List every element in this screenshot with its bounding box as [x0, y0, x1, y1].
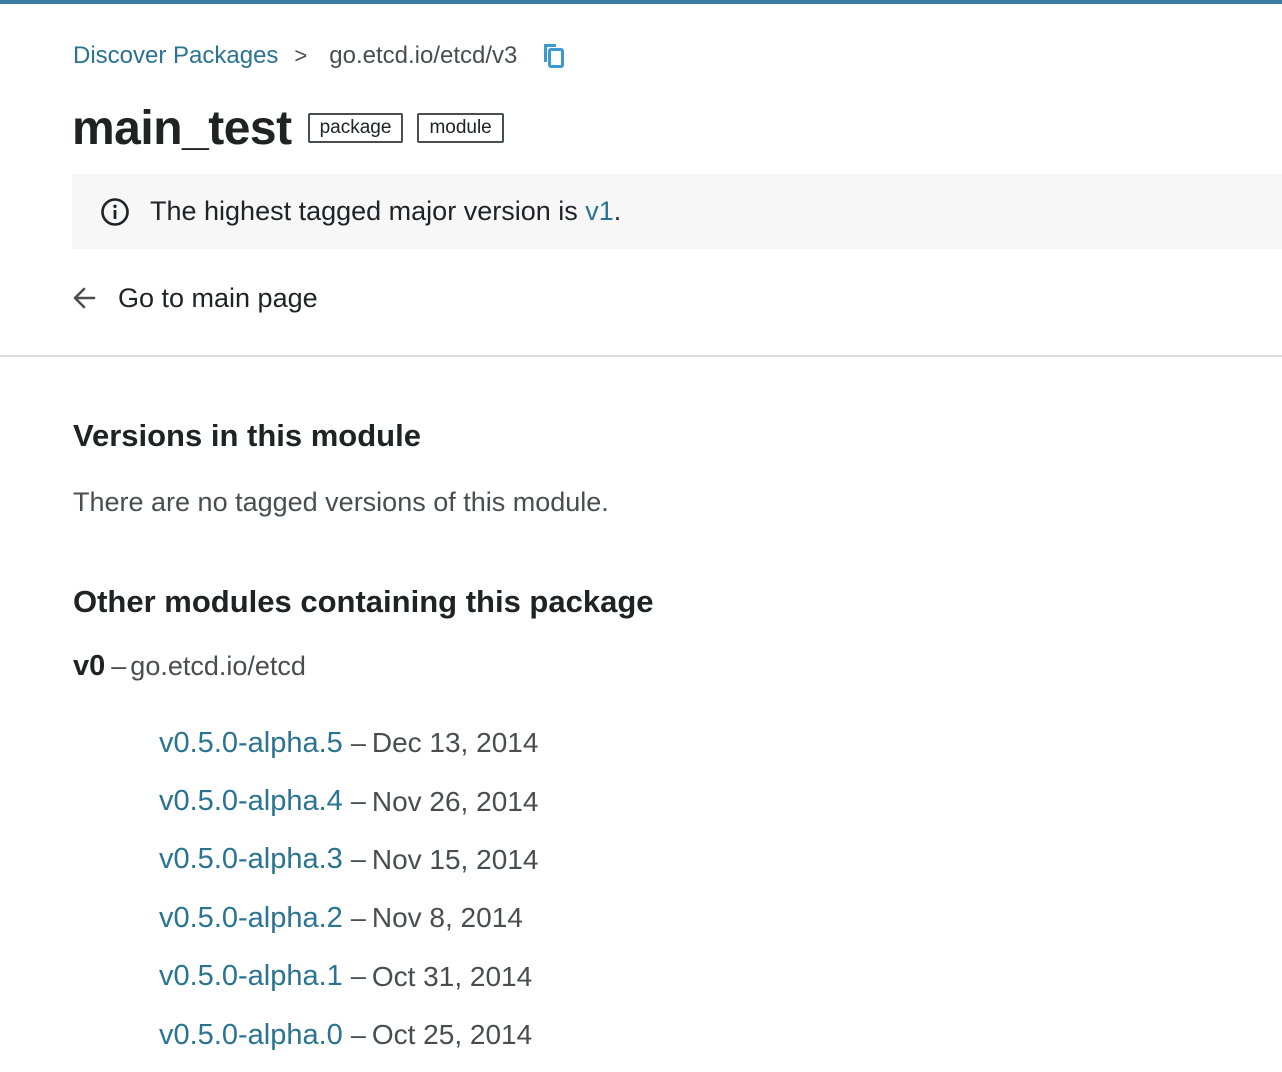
version-separator: –	[350, 786, 366, 817]
other-modules-heading: Other modules containing this package	[73, 584, 654, 619]
version-date: Nov 26, 2014	[371, 785, 539, 817]
version-separator: –	[350, 844, 366, 875]
section-divider	[0, 355, 1282, 357]
version-link[interactable]: v0.5.0-alpha.2	[159, 901, 343, 934]
notice-suffix: .	[613, 196, 622, 226]
info-icon	[100, 197, 130, 227]
breadcrumb-separator: >	[294, 43, 308, 68]
title-row: main_test package module	[72, 98, 504, 158]
version-link[interactable]: v0.5.0-alpha.0	[159, 1018, 343, 1051]
go-to-main-page-link[interactable]: Go to main page	[72, 280, 318, 316]
version-list-item: v0.5.0-alpha.1 – Oct 31, 2014	[159, 948, 538, 1006]
major-version-label: v0	[73, 650, 106, 682]
go-to-main-page-label: Go to main page	[118, 282, 318, 313]
versions-heading: Versions in this module	[73, 418, 421, 453]
major-version-notice: The highest tagged major version is v1.	[72, 174, 1282, 249]
breadcrumb-discover-packages-link[interactable]: Discover Packages	[73, 42, 279, 69]
breadcrumb-current-module: go.etcd.io/etcd/v3	[329, 42, 518, 69]
module-path: go.etcd.io/etcd	[130, 651, 306, 681]
no-versions-message: There are no tagged versions of this mod…	[73, 487, 609, 517]
version-date: Nov 15, 2014	[371, 843, 539, 875]
highest-major-version-link[interactable]: v1	[585, 196, 614, 226]
version-date: Oct 25, 2014	[371, 1019, 533, 1051]
version-list-item: v0.5.0-alpha.2 – Nov 8, 2014	[159, 889, 538, 947]
breadcrumb: Discover Packages > go.etcd.io/etcd/v3	[73, 40, 569, 72]
version-date: Oct 31, 2014	[371, 960, 533, 992]
version-link[interactable]: v0.5.0-alpha.4	[159, 785, 343, 818]
version-list: v0.5.0-alpha.5 – Dec 13, 2014 v0.5.0-alp…	[159, 714, 538, 1064]
version-separator: –	[350, 961, 366, 992]
major-version-row: v0–go.etcd.io/etcd	[73, 650, 306, 683]
notice-text: The highest tagged major version is	[150, 196, 586, 226]
copy-icon	[544, 44, 565, 68]
arrow-left-icon	[72, 285, 98, 311]
version-date: Dec 13, 2014	[371, 727, 539, 759]
top-accent-bar	[0, 0, 1282, 4]
page-title: main_test	[72, 101, 292, 155]
version-separator: –	[350, 902, 366, 933]
version-list-item: v0.5.0-alpha.5 – Dec 13, 2014	[159, 714, 538, 772]
version-list-item: v0.5.0-alpha.3 – Nov 15, 2014	[159, 831, 538, 889]
version-link[interactable]: v0.5.0-alpha.3	[159, 843, 343, 876]
version-list-item: v0.5.0-alpha.0 – Oct 25, 2014	[159, 1006, 538, 1064]
module-badge: module	[417, 113, 504, 143]
version-separator: –	[350, 727, 366, 758]
version-separator: –	[350, 1019, 366, 1050]
version-list-item: v0.5.0-alpha.4 – Nov 26, 2014	[159, 772, 538, 830]
version-link[interactable]: v0.5.0-alpha.5	[159, 726, 343, 759]
major-version-separator: –	[111, 651, 127, 681]
version-link[interactable]: v0.5.0-alpha.1	[159, 960, 343, 993]
copy-path-button[interactable]	[539, 41, 569, 71]
package-badge: package	[307, 113, 404, 143]
version-date: Nov 8, 2014	[371, 902, 523, 934]
